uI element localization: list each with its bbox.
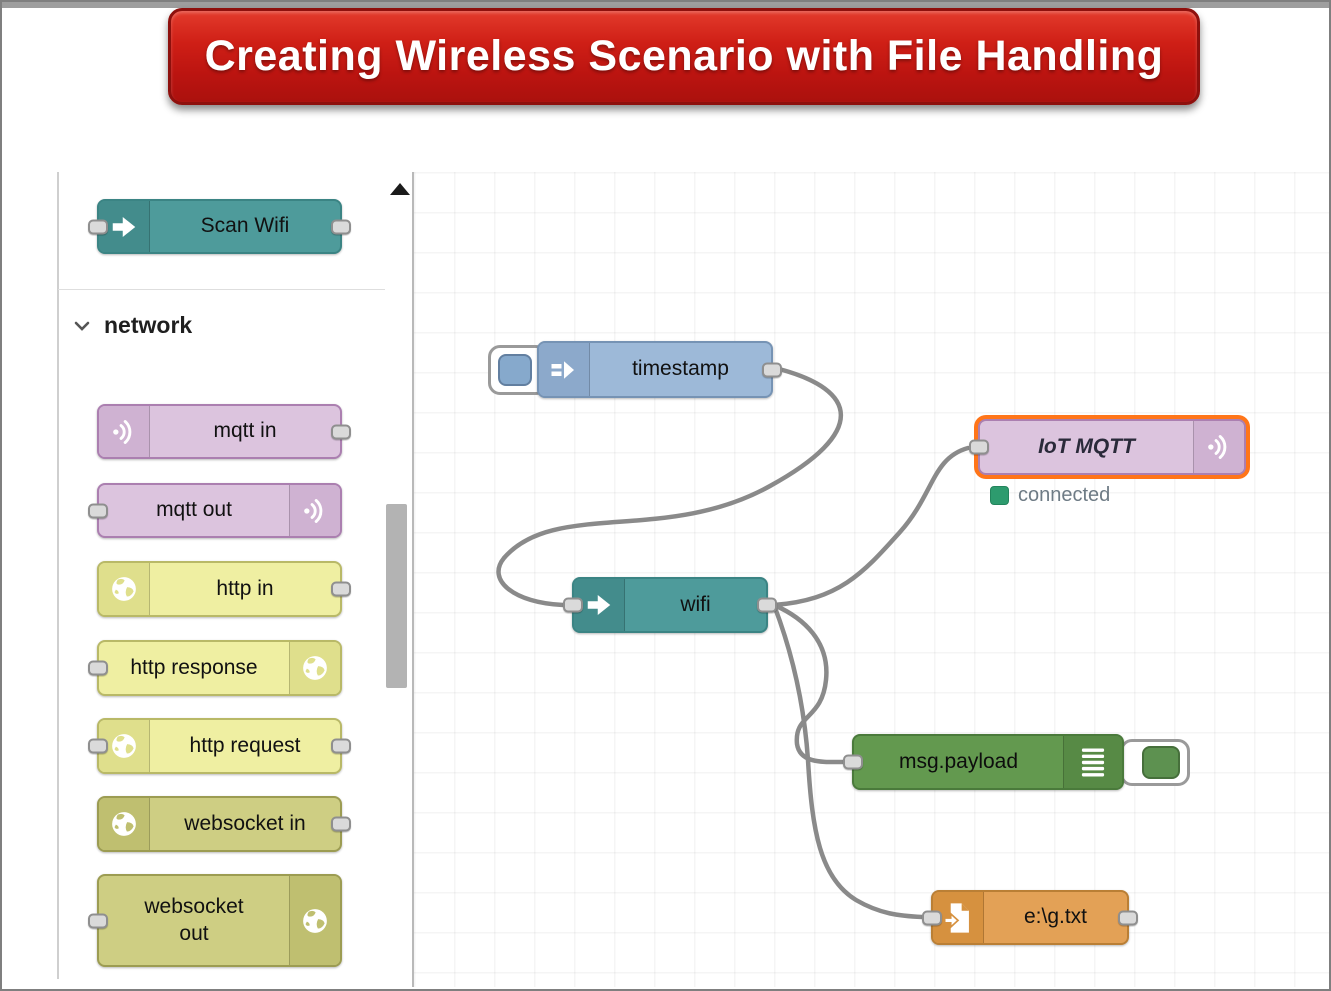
node-label: http in (216, 576, 274, 600)
page-title: Creating Wireless Scenario with File Han… (204, 32, 1164, 80)
signal-icon (1193, 421, 1244, 473)
output-port[interactable] (331, 219, 351, 234)
node-label: mqtt out (156, 498, 232, 522)
input-port[interactable] (88, 660, 108, 676)
input-port[interactable] (922, 910, 942, 925)
input-port[interactable] (88, 738, 108, 754)
palette-node-websocket-out[interactable]: websocket out (88, 874, 342, 967)
palette-scroll-up-button[interactable] (390, 183, 410, 195)
top-border-strip (2, 2, 1329, 8)
status-label: connected (1018, 484, 1111, 506)
node-label: e:\g.txt (1023, 905, 1088, 929)
input-port[interactable] (88, 219, 108, 234)
input-port[interactable] (88, 913, 108, 928)
flow-node-wifi[interactable]: wifi (563, 577, 777, 633)
flow-node-msg-payload[interactable]: msg.payload (843, 734, 1124, 790)
node-label: wifi (680, 592, 711, 616)
input-port[interactable] (843, 754, 863, 770)
output-port[interactable] (762, 362, 782, 377)
input-port[interactable] (88, 503, 108, 518)
palette-node-http-response[interactable]: http response (88, 640, 342, 696)
flow-node-timestamp[interactable]: timestamp (537, 341, 782, 398)
globe-icon (99, 563, 150, 615)
output-port[interactable] (331, 581, 351, 597)
output-port[interactable] (757, 597, 777, 613)
palette-node-mqtt-in[interactable]: mqtt in (97, 404, 351, 459)
input-port[interactable] (969, 439, 989, 455)
globe-icon (289, 876, 340, 965)
node-label: mqtt in (213, 419, 277, 443)
palette-node-mqtt-out[interactable]: mqtt out (88, 483, 342, 538)
palette-canvas-divider[interactable] (412, 172, 414, 987)
node-label: msg.payload (898, 749, 1019, 773)
debug-toggle-button[interactable] (1120, 739, 1190, 786)
node-label: timestamp (632, 357, 729, 381)
debug-list-icon (1063, 736, 1122, 788)
palette-node-http-request[interactable]: http request (88, 718, 351, 774)
status-connected-icon (990, 486, 1009, 505)
node-label: Scan Wifi (200, 214, 290, 238)
chevron-down-icon (74, 320, 90, 332)
palette-scrollbar-thumb[interactable] (386, 504, 407, 688)
flow-node-iot-mqtt[interactable]: IoT MQTT (969, 419, 1246, 475)
palette-node-scan-wifi[interactable]: Scan Wifi (88, 199, 351, 254)
node-label: http response (130, 655, 258, 679)
globe-icon (289, 642, 340, 694)
debug-toggle-square (1142, 746, 1180, 779)
wire-timestamp-wifi[interactable] (496, 366, 844, 608)
input-port[interactable] (563, 597, 583, 613)
palette-section-separator (58, 289, 385, 290)
palette-section-network[interactable]: network (74, 312, 192, 339)
node-label: http request (189, 733, 301, 757)
section-label: network (104, 312, 193, 338)
flow-canvas[interactable] (414, 172, 1329, 987)
node-label: IoT MQTT (1038, 434, 1135, 458)
wire-wifi-iotmqtt[interactable] (771, 445, 971, 608)
output-port[interactable] (331, 738, 351, 754)
palette-node-websocket-in[interactable]: websocket in (97, 796, 351, 852)
signal-icon (99, 406, 150, 457)
node-label: websocket out (144, 895, 244, 945)
globe-icon (99, 798, 150, 850)
title-banner: Creating Wireless Scenario with File Han… (168, 8, 1200, 105)
flow-node-file[interactable]: e:\g.txt (922, 890, 1138, 945)
output-port[interactable] (331, 424, 351, 439)
node-status: connected (990, 484, 1110, 507)
output-port[interactable] (331, 816, 351, 832)
wire-wifi-file[interactable] (771, 602, 925, 920)
palette-left-border (57, 172, 59, 979)
output-port[interactable] (1118, 910, 1138, 925)
inject-button-square (498, 354, 532, 386)
signal-icon (289, 485, 340, 536)
inject-arrow-icon (539, 343, 590, 396)
palette-node-http-in[interactable]: http in (97, 561, 351, 617)
node-label: websocket in (184, 811, 306, 835)
